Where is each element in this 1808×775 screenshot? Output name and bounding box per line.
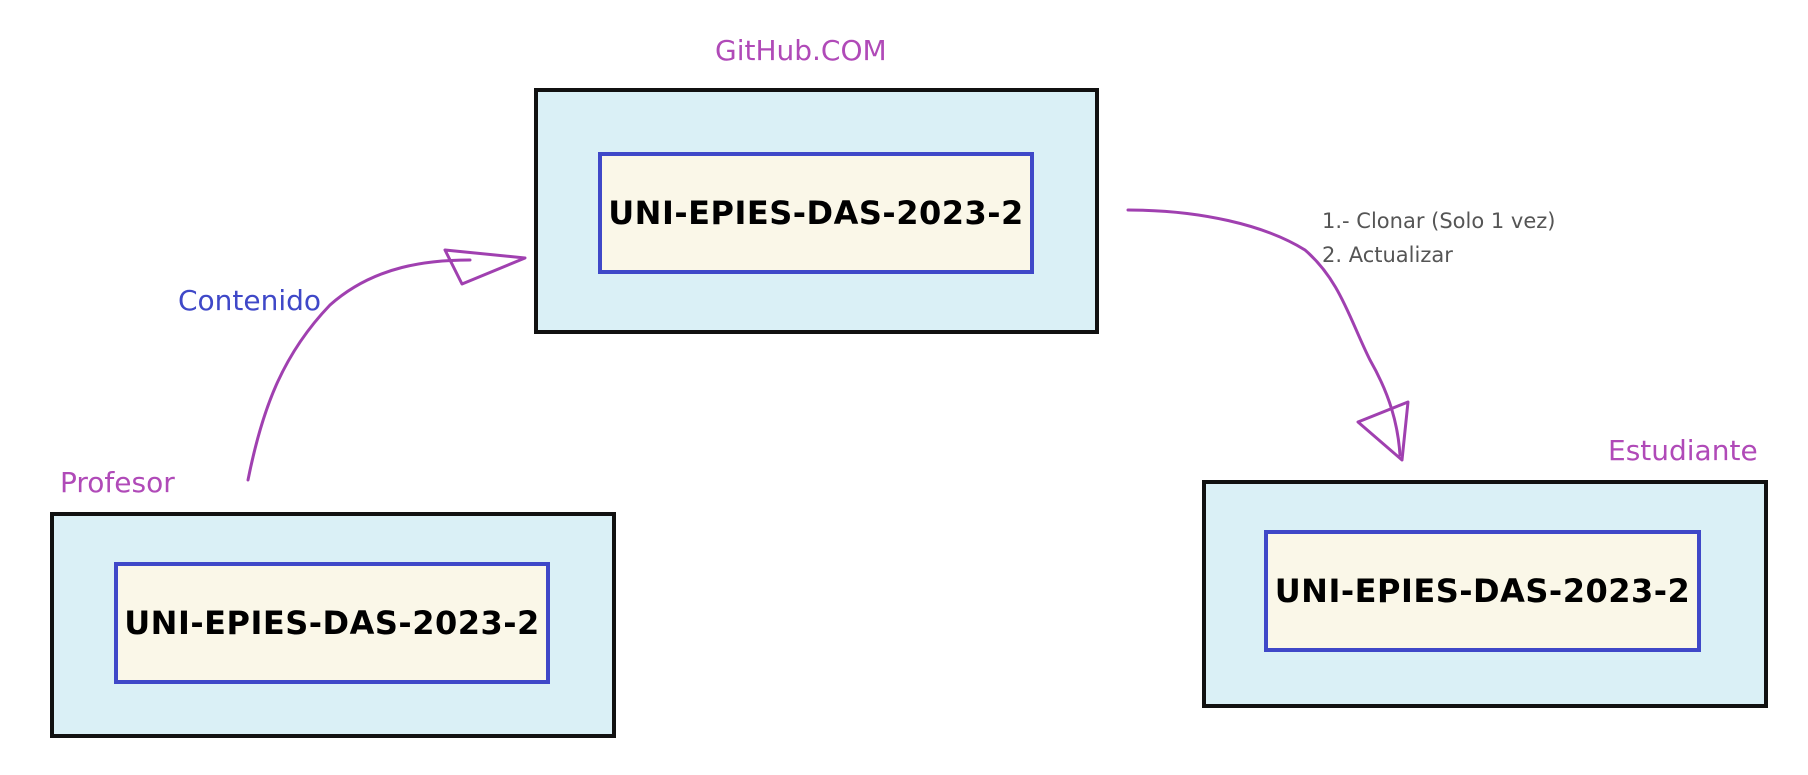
- github-repo-box: UNI-EPIES-DAS-2023-2: [598, 152, 1034, 274]
- sync-steps: 1.- Clonar (Solo 1 vez) 2. Actualizar: [1322, 204, 1555, 272]
- step-clonar: 1.- Clonar (Solo 1 vez): [1322, 209, 1556, 233]
- clonar-arrow-shaft: [1126, 208, 1402, 457]
- profesor-repo-box: UNI-EPIES-DAS-2023-2: [114, 562, 550, 684]
- estudiante-repo-name: UNI-EPIES-DAS-2023-2: [1274, 572, 1691, 610]
- contenido-arrow-shaft: [246, 258, 472, 482]
- clonar-arrow-head: [1356, 400, 1410, 462]
- step-actualizar: 2. Actualizar: [1322, 243, 1453, 267]
- profesor-repo-name: UNI-EPIES-DAS-2023-2: [124, 604, 540, 642]
- github-label: GitHub.COM: [715, 34, 887, 67]
- estudiante-repo-box: UNI-EPIES-DAS-2023-2: [1264, 530, 1701, 652]
- contenido-arrow-head: [443, 248, 527, 286]
- profesor-label: Profesor: [60, 466, 175, 499]
- github-repo-name: UNI-EPIES-DAS-2023-2: [608, 194, 1024, 232]
- estudiante-label: Estudiante: [1608, 434, 1758, 467]
- contenido-label: Contenido: [178, 284, 322, 317]
